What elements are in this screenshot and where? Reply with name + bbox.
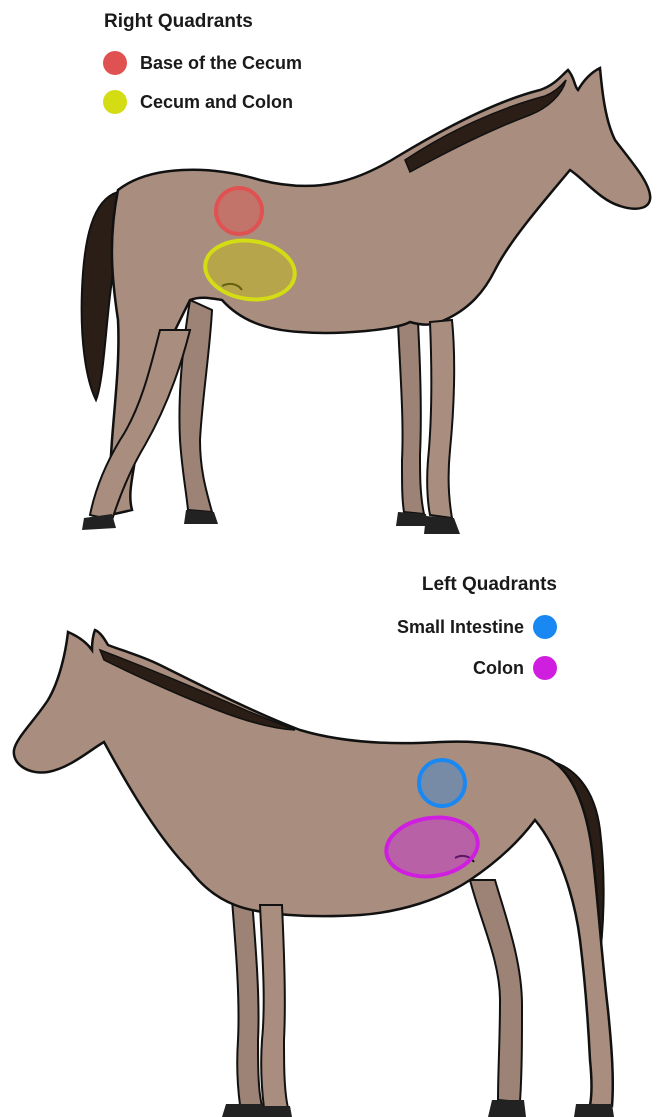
hoof bbox=[254, 1106, 292, 1117]
horse-left-side-illustration bbox=[0, 620, 661, 1117]
base-of-cecum-marker bbox=[216, 188, 262, 234]
horse-right-side-illustration bbox=[0, 60, 661, 540]
far-fore-leg bbox=[232, 900, 262, 1106]
hoof bbox=[424, 516, 460, 534]
hoof bbox=[184, 510, 218, 524]
horse-body-shape bbox=[14, 630, 613, 1106]
near-fore-leg bbox=[260, 905, 288, 1108]
left-quadrants-title: Left Quadrants bbox=[422, 574, 557, 596]
hoof bbox=[574, 1104, 614, 1117]
hoof bbox=[396, 512, 428, 526]
far-fore-leg bbox=[398, 322, 424, 514]
small-intestine-marker bbox=[419, 760, 465, 806]
near-fore-leg bbox=[427, 320, 454, 518]
far-hind-leg bbox=[470, 880, 522, 1102]
right-quadrants-title: Right Quadrants bbox=[104, 11, 253, 33]
hoof bbox=[82, 514, 116, 530]
hoof bbox=[488, 1100, 526, 1117]
